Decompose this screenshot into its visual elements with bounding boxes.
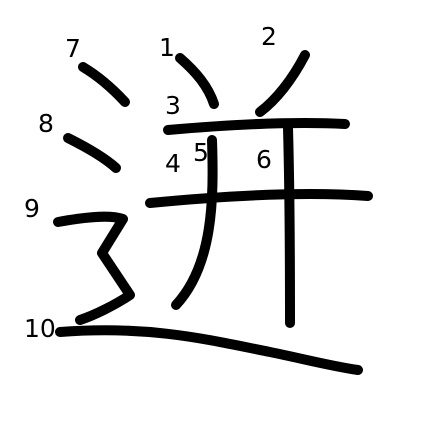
- stroke-4: [145, 188, 373, 208]
- stroke-8: [63, 133, 121, 173]
- stroke-number-2: 2: [261, 22, 277, 51]
- stroke-9: [53, 211, 135, 325]
- stroke-number-9: 9: [24, 194, 40, 223]
- stroke-2: [255, 50, 310, 117]
- stroke-number-10: 10: [24, 314, 56, 343]
- stroke-number-1: 1: [159, 33, 175, 62]
- stroke-number-3: 3: [165, 91, 181, 120]
- stroke-3: [163, 117, 350, 135]
- stroke-1: [175, 53, 219, 109]
- stroke-number-4: 4: [165, 149, 181, 178]
- stroke-5: [171, 135, 218, 310]
- stroke-number-5: 5: [193, 138, 209, 167]
- stroke-number-8: 8: [38, 109, 54, 138]
- stroke-7: [78, 62, 130, 107]
- stroke-10: [55, 325, 363, 375]
- stroke-number-7: 7: [65, 34, 81, 63]
- stroke-number-6: 6: [256, 145, 272, 174]
- stroke-6: [283, 123, 295, 328]
